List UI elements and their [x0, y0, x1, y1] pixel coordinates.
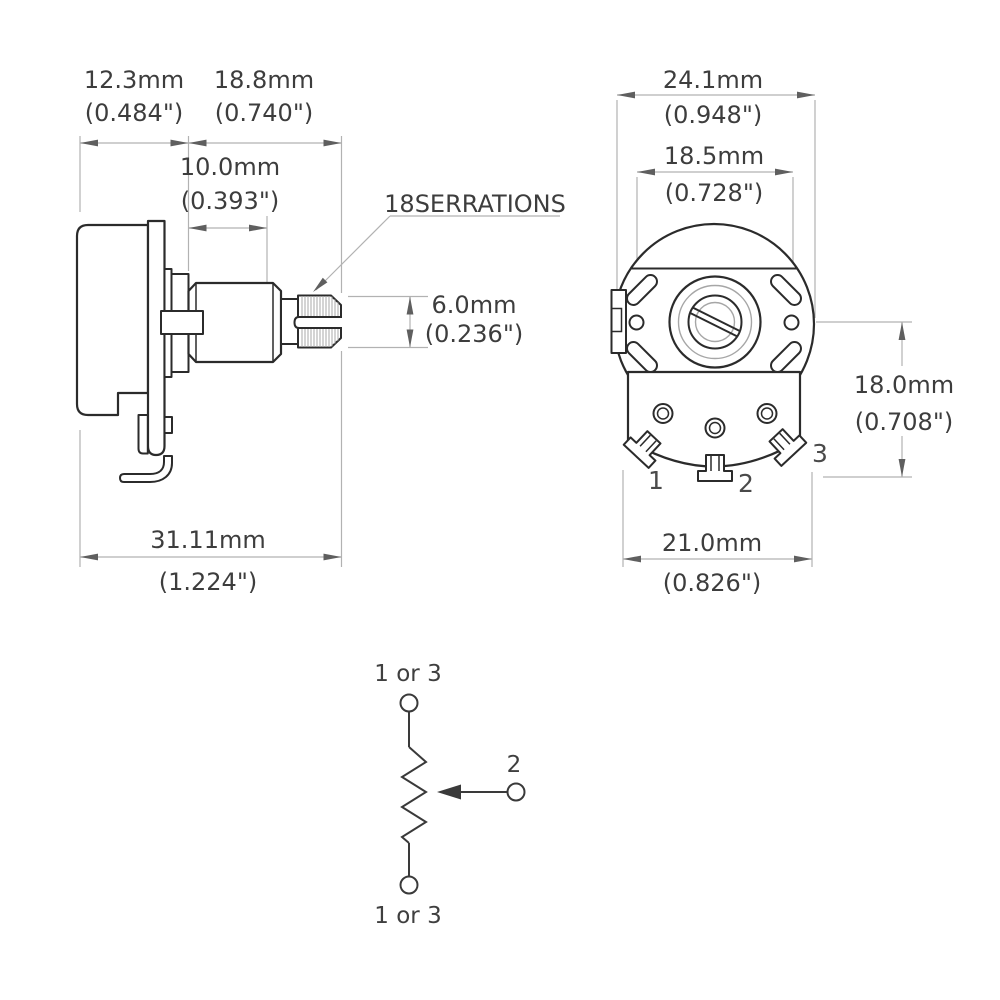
schematic-bottom-label: 1 or 3 — [374, 903, 441, 929]
front-view-extension-lines — [616, 100, 912, 567]
side-tab — [610, 289, 627, 354]
schematic-wiper-label: 2 — [507, 752, 522, 778]
side-tab-notch — [610, 307, 623, 333]
terminal-3-label: 3 — [812, 439, 828, 468]
dim-depth-in: (0.484") — [85, 99, 183, 127]
schematic-symbol: 1 or 3 2 1 or 3 — [374, 661, 526, 929]
pot-front-geometry — [610, 222, 816, 482]
dim-overall-in: (1.224") — [159, 568, 257, 596]
solder-lug-hook — [119, 455, 173, 483]
resistor-zigzag — [400, 746, 428, 844]
terminal-1-label: 1 — [648, 466, 664, 495]
wiper-arrowhead — [437, 784, 461, 800]
terminal-eyelets — [652, 403, 778, 439]
dim-shaft-dia-mm: 6.0mm — [432, 291, 517, 319]
schematic-terminal-wiper — [506, 782, 526, 802]
dim-body-dia-in: (0.948") — [664, 101, 762, 129]
terminal-lug-2 — [697, 454, 733, 482]
dim-height-in: (0.708") — [855, 408, 953, 436]
dim-overall-mm: 31.11mm — [150, 526, 265, 554]
pot-body — [75, 223, 150, 417]
dim-inner-in: (0.728") — [665, 179, 763, 207]
schematic-top-label: 1 or 3 — [374, 661, 441, 687]
shaft-slot — [293, 316, 342, 329]
dim-shaft-dia-in: (0.236") — [425, 320, 523, 348]
cover-slot-lower-right — [770, 341, 802, 373]
dim-bushing-mm: 10.0mm — [180, 153, 280, 181]
side-view: 12.3mm (0.484") 18.8mm (0.740") 10.0mm (… — [75, 66, 566, 596]
front-view-dimension-lines — [617, 91, 906, 563]
dim-shaft-mm: 18.8mm — [214, 66, 314, 94]
dim-lug-span-in: (0.826") — [663, 569, 761, 597]
pot-side-geometry — [75, 219, 342, 483]
terminal-lug-1 — [622, 430, 662, 469]
rivet-hole-right — [783, 314, 800, 331]
cover-slot-upper-right — [770, 274, 802, 306]
dim-bushing-in: (0.393") — [181, 187, 279, 215]
serrations-label: 18SERRATIONS — [384, 190, 566, 218]
shaft-circle — [687, 294, 743, 350]
dim-height-mm: 18.0mm — [854, 371, 954, 399]
dim-shaft-in: (0.740") — [215, 99, 313, 127]
schematic-terminal-top — [399, 693, 419, 713]
dim-lug-span-mm: 21.0mm — [662, 529, 762, 557]
rivet-hole-left — [628, 314, 645, 331]
dim-inner-mm: 18.5mm — [664, 142, 764, 170]
dim-body-dia-mm: 24.1mm — [663, 66, 763, 94]
side-view-extension-lines — [79, 136, 428, 567]
terminal-2-label: 2 — [738, 469, 754, 498]
side-view-dimension-lines — [80, 139, 414, 561]
shaft-slot-line-2 — [692, 306, 741, 332]
terminal-lug-3 — [768, 428, 808, 467]
anti-rotation-tab — [160, 310, 204, 335]
mounting-plate — [146, 219, 166, 457]
front-view: 24.1mm (0.948") 18.5mm (0.728") 18.0mm (… — [610, 66, 954, 597]
dim-depth-mm: 12.3mm — [84, 66, 184, 94]
serrations-leader — [313, 215, 560, 292]
lug-strip — [137, 414, 149, 455]
plate-small-tab — [163, 416, 173, 434]
shaft-slot-line-1 — [689, 312, 738, 338]
schematic-terminal-bottom — [399, 875, 419, 895]
